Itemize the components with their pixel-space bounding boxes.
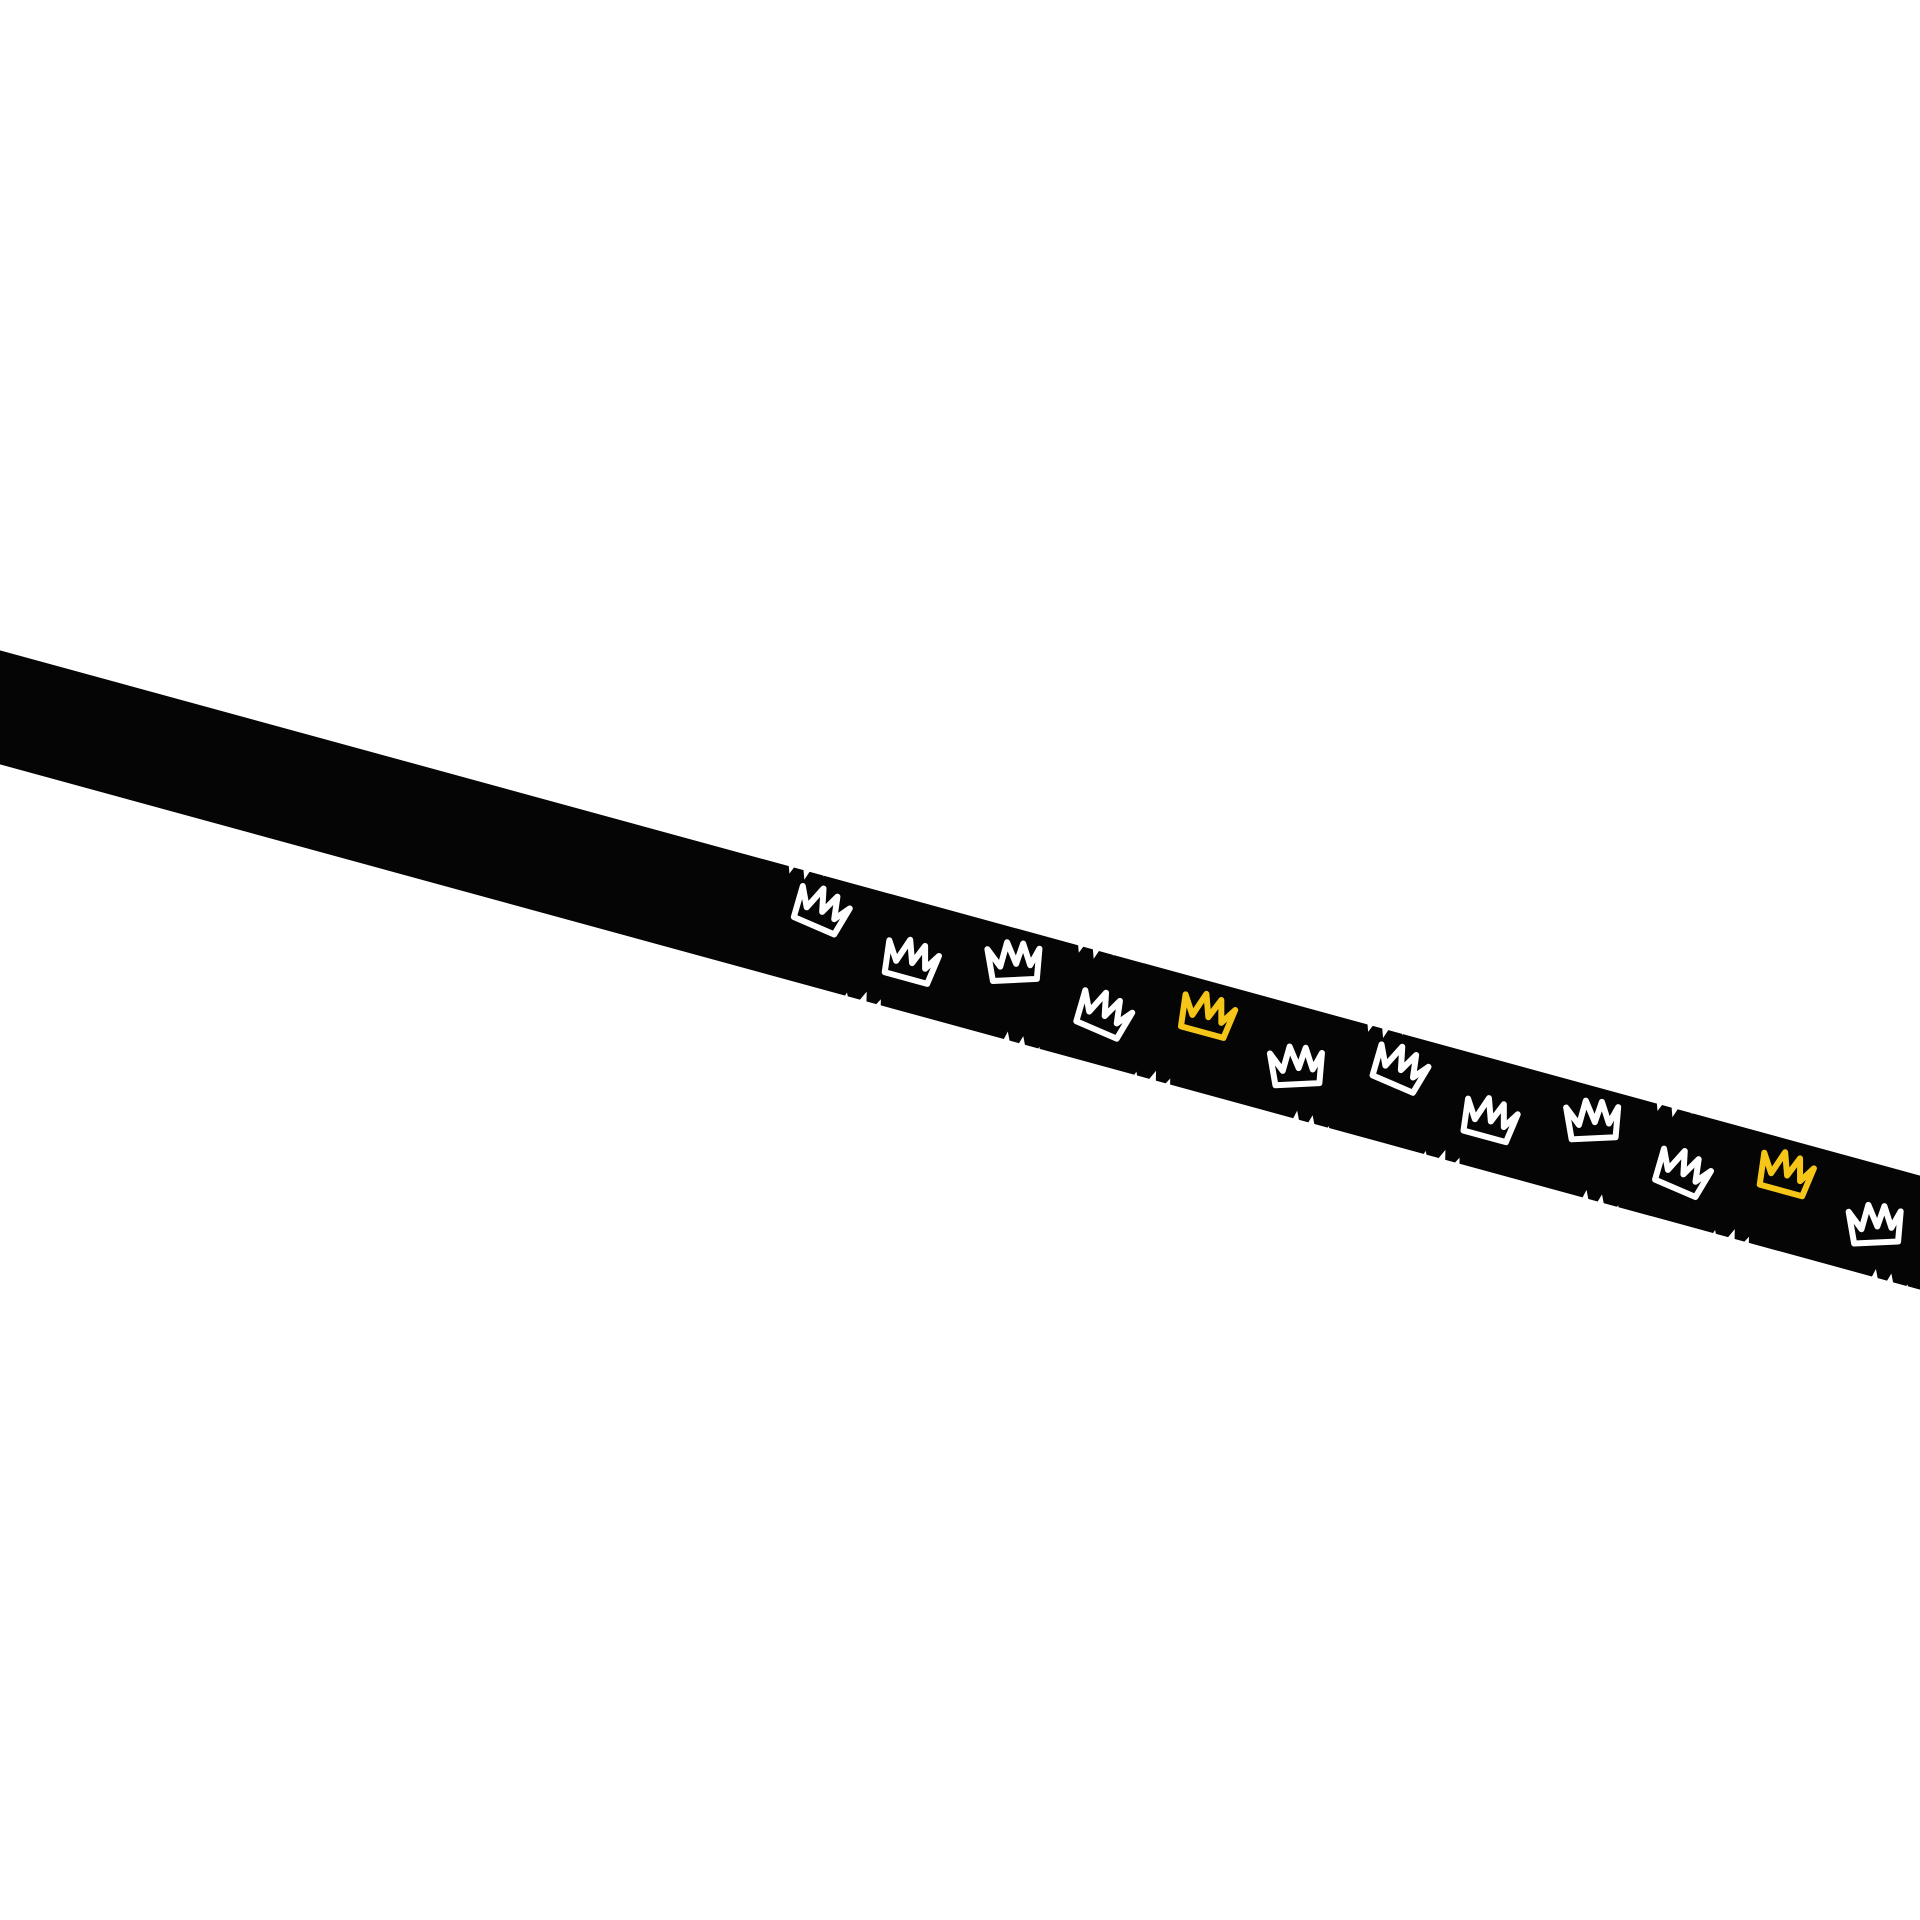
crown-icon [881, 936, 942, 987]
crown-silhouette-icon [774, 859, 837, 880]
crown-icon [1460, 1095, 1521, 1146]
crown-icon [1563, 1097, 1622, 1143]
crown-icon [1073, 987, 1136, 1042]
crown-icon [1266, 1043, 1325, 1089]
crown-icon [1177, 990, 1239, 1041]
crown-icon [790, 883, 853, 938]
crown-icon [1369, 1041, 1432, 1096]
crown-icon [1756, 1149, 1817, 1200]
crown-icon [1652, 1145, 1714, 1200]
crown-icon [1845, 1201, 1904, 1247]
crown-pattern-ribbon [0, 600, 1920, 1340]
crown-icon [984, 939, 1043, 984]
ribbon-band [0, 600, 1920, 1340]
